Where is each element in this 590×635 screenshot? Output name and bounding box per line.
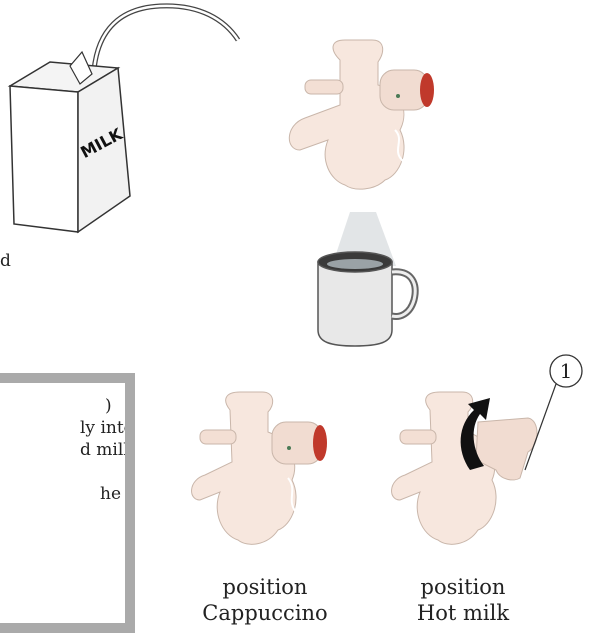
caption-hot-milk: position Hot milk [388,574,538,626]
caption-hot-milk-line1: position [388,574,538,600]
caption-cappuccino-line2: Cappuccino [190,600,340,626]
caption-cappuccino: position Cappuccino [190,574,340,626]
callout-number: 1 [550,359,582,383]
caption-hot-milk-line2: Hot milk [388,600,538,626]
caption-cappuccino-line1: position [190,574,340,600]
